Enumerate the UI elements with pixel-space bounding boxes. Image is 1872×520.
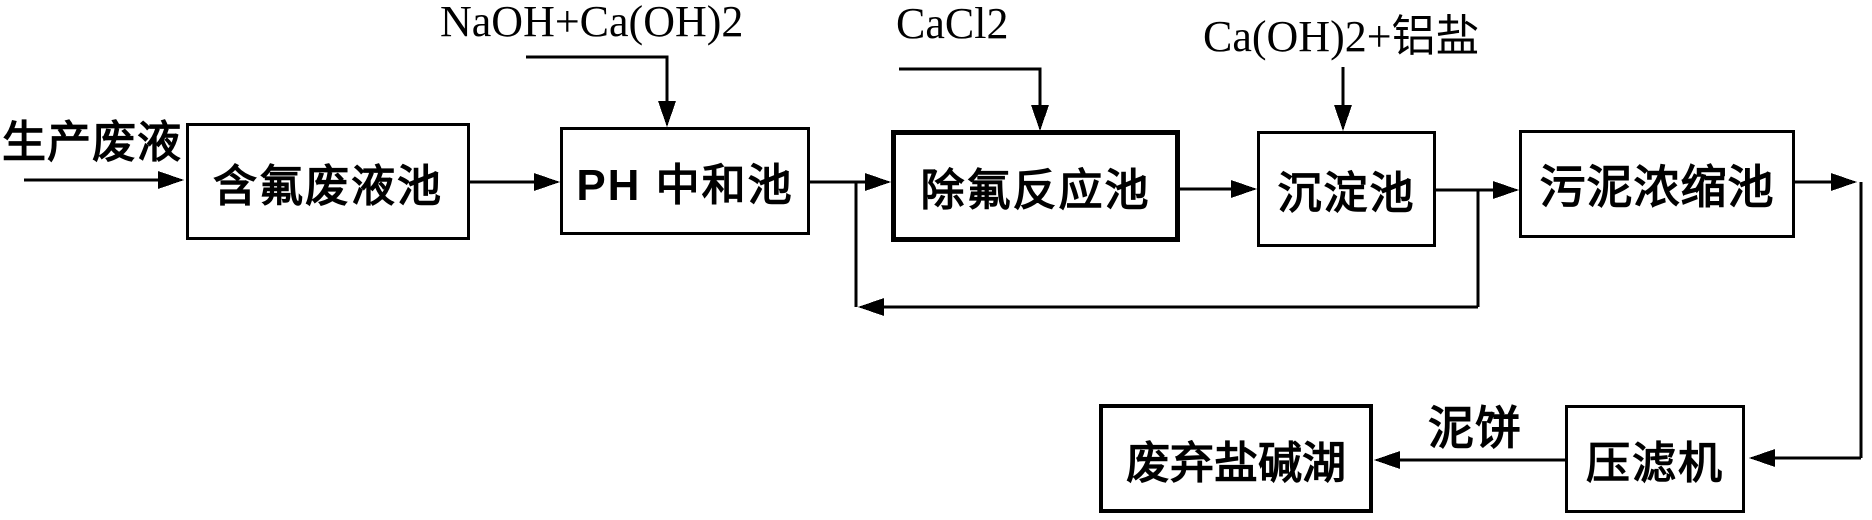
arrowhead-defluorination-to-sedimentation <box>1231 180 1257 198</box>
node-ph-neutralization-pool-label: PH 中和池 <box>576 161 794 210</box>
node-filter-press: 压滤机 <box>1565 405 1745 513</box>
edge-cacl2-dosing <box>899 67 1042 108</box>
node-defluorination-reaction-pool-label: 除氟反应池 <box>920 166 1151 215</box>
arrowhead-aluminum-salt-dosing <box>1334 105 1352 131</box>
node-defluorination-reaction-pool: 除氟反应池 <box>891 130 1180 242</box>
arrowhead-cacl2-dosing <box>1031 105 1049 131</box>
node-fluoride-waste-pool: 含氟废液池 <box>186 123 470 240</box>
reagent-cacl2-text: CaCl2 <box>896 0 1009 48</box>
reagent-caoh2-aluminum-salt-label: Ca(OH)2+铝盐 <box>1203 0 1480 64</box>
node-fluoride-waste-pool-label: 含氟废液池 <box>213 161 443 211</box>
node-sludge-thickening-pool: 污泥浓缩池 <box>1519 130 1795 238</box>
source-stream-text: 生产废液 <box>2 118 182 167</box>
reagent-naoh-caoh2-label: NaOH+Ca(OH)2 <box>440 0 743 47</box>
reagent-cacl2-label: CaCl2 <box>896 0 1008 49</box>
node-ph-neutralization-pool: PH 中和池 <box>560 127 810 235</box>
arrowhead-recycle <box>858 298 884 316</box>
node-filter-press-label: 压滤机 <box>1586 439 1724 488</box>
reagent-caoh2-aluminum-salt-text: Ca(OH)2+铝盐 <box>1203 12 1480 61</box>
edge-naoh-dosing <box>526 55 669 103</box>
arrowhead-thickening-out <box>1831 173 1857 191</box>
source-stream-label: 生产废液 <box>2 106 182 170</box>
node-sludge-thickening-pool-label: 污泥浓缩池 <box>1539 161 1775 213</box>
arrowhead-into-filter-press <box>1749 449 1775 467</box>
node-abandoned-salt-alkali-lake: 废弃盐碱湖 <box>1099 404 1373 513</box>
mud-cake-text: 泥饼 <box>1428 402 1522 454</box>
arrowhead-sedimentation-to-thickening <box>1493 181 1519 199</box>
arrowhead-naoh-dosing <box>658 101 676 127</box>
arrowhead-fluoride-to-ph <box>534 173 560 191</box>
arrowhead-source <box>158 171 184 189</box>
arrowhead-filter-press-to-lake <box>1374 451 1400 469</box>
node-abandoned-salt-alkali-lake-label: 废弃盐碱湖 <box>1126 438 1346 488</box>
node-sedimentation-pool: 沉淀池 <box>1257 131 1436 247</box>
node-sedimentation-pool-label: 沉淀池 <box>1277 169 1416 218</box>
reagent-naoh-caoh2-text: NaOH+Ca(OH)2 <box>440 0 744 46</box>
mud-cake-label: 泥饼 <box>1428 392 1522 458</box>
arrowhead-ph-to-defluorination <box>865 173 891 191</box>
